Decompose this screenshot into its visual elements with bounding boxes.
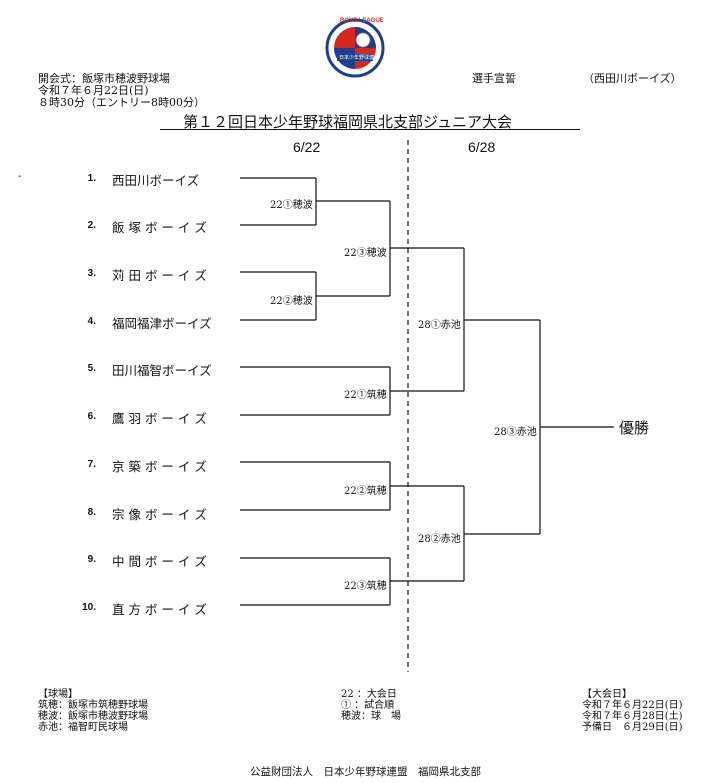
venue-item: 筑穂：飯塚市筑穂野球場 xyxy=(38,700,148,711)
league-logo: BOYS LEAGUE 日本少年野球連盟 xyxy=(325,18,385,78)
schedule-item: 令和７年６月28日(土) xyxy=(582,711,683,722)
team-name: 京 築 ボ ー イ ズ xyxy=(112,459,207,474)
match-label-r3b: 28②赤池 xyxy=(418,534,461,545)
oath-team: （西田川ボーイズ） xyxy=(583,72,682,85)
team-number: 3. xyxy=(87,268,96,279)
team-name: 西田川ボーイズ xyxy=(112,173,200,188)
team-number: 4. xyxy=(87,316,96,327)
logo-arc-text: BOYS LEAGUE xyxy=(340,18,384,24)
venue-item: 穂波：飯塚市穂波野球場 xyxy=(38,711,148,722)
team-number: 9. xyxy=(87,554,96,565)
legend-item: ① ：試合順 xyxy=(341,700,395,711)
team-name: 中 間 ボ ー イ ズ xyxy=(112,554,207,569)
team-name: 田川福智ボーイズ xyxy=(112,363,212,378)
tournament-title: 第１２回日本少年野球福岡県北支部ジュニア大会 xyxy=(183,113,512,131)
date-header-day1: 6/22 xyxy=(293,139,321,155)
team-number: 6. xyxy=(87,411,96,422)
match-label-r3a: 28①赤池 xyxy=(418,320,461,331)
schedule-header: 【大会日】 xyxy=(582,689,632,700)
team-number: 1. xyxy=(87,173,96,184)
team-number: 5. xyxy=(87,363,96,374)
logo-band-text: 日本少年野球連盟 xyxy=(339,55,380,61)
schedule-item: 予備日 ６月29日(日) xyxy=(582,722,683,733)
legend-item: 22 ：大会日 xyxy=(341,689,397,700)
match-label-final: 28③赤池 xyxy=(494,427,537,438)
opening-line-2: 令和７年６月22日(日) xyxy=(38,84,149,97)
legend-item: 穂波：球 場 xyxy=(341,711,401,722)
legend: 22 ：大会日 ① ：試合順 穂波：球 場 xyxy=(341,689,401,722)
match-label-r1a: 22①穂波 xyxy=(270,200,313,211)
logo-emblem xyxy=(325,18,385,78)
oath-label: 選手宣誓 xyxy=(472,72,516,85)
opening-line-3: ８時30分（エントリー8時00分） xyxy=(38,96,205,109)
schedule-item: 令和７年６月22日(日) xyxy=(582,700,683,711)
champion-label: 優勝 xyxy=(619,419,650,437)
footer-organization: 公益財団法人 日本少年野球連盟 福岡県北支部 xyxy=(250,766,481,778)
team-name: 直 方 ボ ー イ ズ xyxy=(112,602,207,617)
team-number: 8. xyxy=(87,507,96,518)
stray-mark: - xyxy=(18,171,22,182)
team-name: 宗 像 ボ ー イ ズ xyxy=(112,507,207,522)
team-name: 飯 塚 ボ ー イ ズ xyxy=(112,220,207,235)
date-header-day2: 6/28 xyxy=(468,139,496,155)
team-name: 福岡福津ボーイズ xyxy=(112,316,212,331)
schedule-list: 【大会日】 令和７年６月22日(日) 令和７年６月28日(土) 予備日 ６月29… xyxy=(582,689,683,733)
team-name: 鷹 羽 ボ ー イ ズ xyxy=(112,411,207,426)
venue-header: 【球場】 xyxy=(38,689,78,700)
opening-line-1: 開会式：飯塚市穂波野球場 xyxy=(38,72,170,85)
match-label-r2a: 22③穂波 xyxy=(344,248,387,259)
team-number: 7. xyxy=(87,459,96,470)
match-label-r1e: 22③筑穂 xyxy=(344,581,387,592)
match-label-r1d: 22②筑穂 xyxy=(344,486,387,497)
team-number: 2. xyxy=(87,220,96,231)
match-label-r1b: 22②穂波 xyxy=(270,296,313,307)
opening-info: 開会式：飯塚市穂波野球場 令和７年６月22日(日) ８時30分（エントリー8時0… xyxy=(38,73,205,109)
venue-item: 赤池：福智町民球場 xyxy=(38,722,128,733)
team-name: 苅 田 ボ ー イ ズ xyxy=(112,268,207,283)
team-number: 10. xyxy=(82,602,96,613)
title-underline xyxy=(160,129,580,130)
venue-list: 【球場】 筑穂：飯塚市筑穂野球場 穂波：飯塚市穂波野球場 赤池：福智町民球場 xyxy=(38,689,148,733)
match-label-r1c: 22①筑穂 xyxy=(344,390,387,401)
